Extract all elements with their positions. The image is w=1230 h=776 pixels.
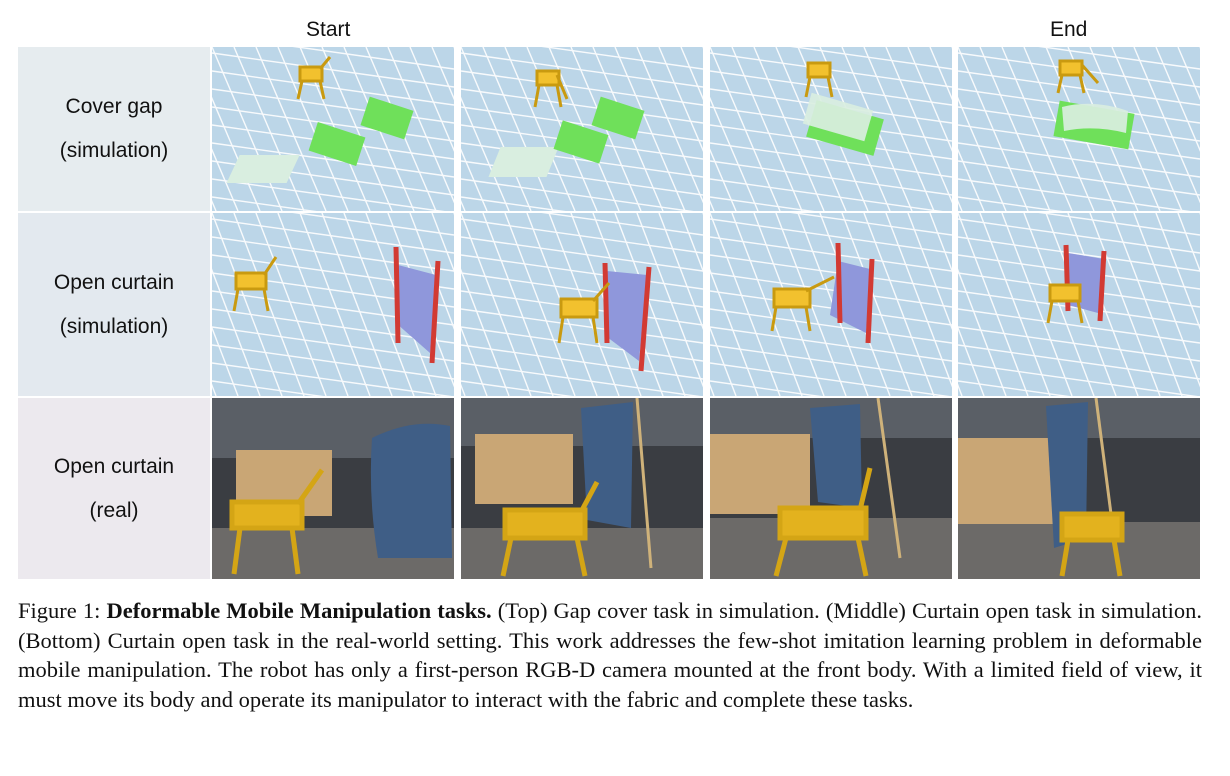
photo-tile-open-curtain-real-3 [710,398,952,579]
column-header-start: Start [306,18,351,41]
row-label-line2: (simulation) [59,139,169,162]
row-label-cover-gap: Cover gap (simulation) [18,47,210,211]
caption-prefix: Figure 1: [18,598,107,623]
column-header-end: End [1050,18,1088,41]
photo-tile-open-curtain-real-2 [461,398,703,579]
sim-tile-cover-gap-1 [212,47,454,211]
sim-tile-open-curtain-4 [958,213,1200,396]
row-label-line1: Open curtain [53,270,175,294]
row-label-line2: (real) [89,498,139,522]
sim-tile-open-curtain-1 [212,213,454,396]
sim-tile-open-curtain-3 [710,213,952,396]
row-label-line1: Cover gap [65,95,163,118]
caption-body: (Top) Gap cover task in simulation. (Mid… [18,598,1202,712]
row-label-line2: (simulation) [59,314,169,338]
photo-tile-open-curtain-real-4 [958,398,1200,579]
photo-tile-open-curtain-real-1 [212,398,454,579]
sim-tile-cover-gap-4 [958,47,1200,211]
sim-tile-cover-gap-3 [710,47,952,211]
sim-tile-open-curtain-2 [461,213,703,396]
row-label-open-curtain-real: Open curtain (real) [18,398,210,579]
caption-bold-title: Deformable Mobile Manipulation tasks. [106,598,492,623]
figure-caption: Figure 1: Deformable Mobile Manipulation… [18,596,1202,714]
row-label-line1: Open curtain [53,454,175,478]
row-label-open-curtain-sim: Open curtain (simulation) [18,213,210,396]
sim-tile-cover-gap-2 [461,47,703,211]
